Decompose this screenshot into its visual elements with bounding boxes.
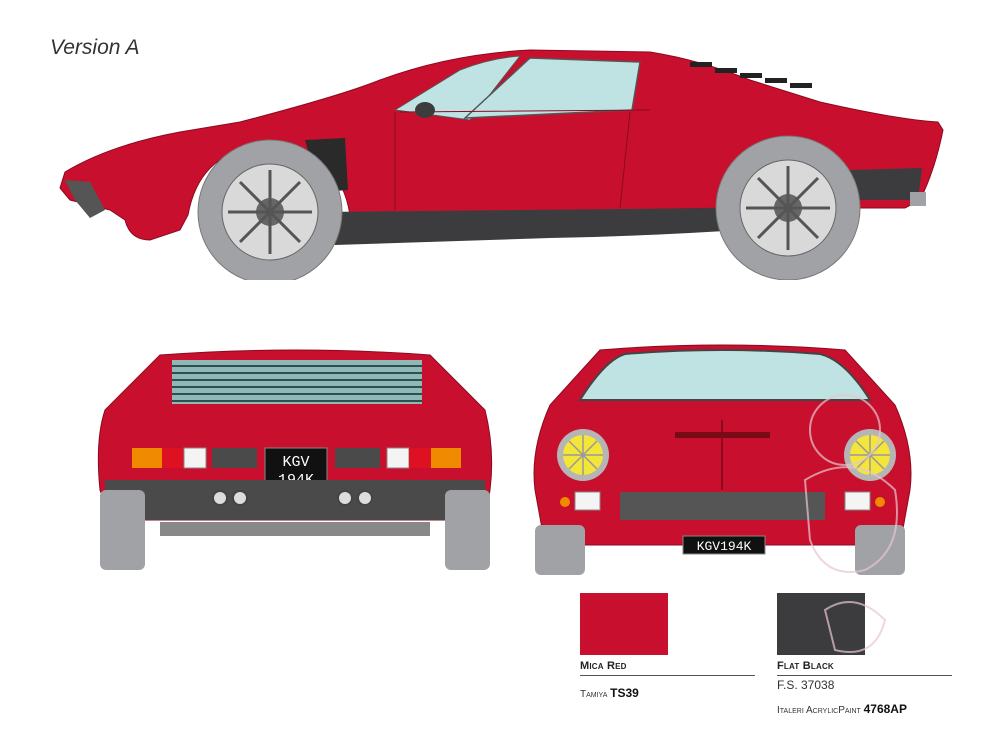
swatch-name: Flat Black (777, 660, 952, 676)
rear-louvers (172, 360, 422, 404)
swatch-name: Mica Red (580, 660, 755, 676)
side-sill (320, 208, 740, 245)
front-wheel (197, 139, 343, 280)
front-grille (620, 492, 825, 520)
brand-name: Italeri AcrylicPaint (777, 705, 861, 716)
rear-view-drawing: KGV 194K (97, 349, 493, 570)
front-view-drawing: KGV194K (533, 344, 912, 575)
swatch-code: F.S. 37038 (777, 678, 835, 692)
side-intake (305, 138, 348, 192)
front-plate (682, 535, 766, 555)
front-windshield (578, 349, 872, 401)
paint-code: 4768AP (863, 702, 907, 716)
swatch-color (580, 593, 668, 655)
swatch-color (777, 593, 865, 655)
side-louvers (690, 62, 812, 88)
side-window (462, 57, 641, 119)
rear-wheel (715, 135, 861, 280)
paint-code: TS39 (610, 686, 639, 700)
version-title: Version A (50, 36, 140, 59)
side-view-drawing (59, 49, 944, 280)
swatch-mica-red: Mica Red Tamiya TS39 (580, 593, 755, 700)
swatch-flat-black: Flat Black F.S. 37038 Italeri AcrylicPai… (777, 593, 952, 716)
front-plate-text: KGV194K (697, 539, 752, 554)
right-headlight (844, 429, 896, 481)
left-headlight (557, 429, 609, 481)
swatch-brand-line: Italeri AcrylicPaint 4768AP (777, 702, 952, 716)
brand-name: Tamiya (580, 689, 608, 700)
swatch-brand-line: Tamiya TS39 (580, 686, 755, 700)
rear-plate-line1: KGV (282, 454, 309, 471)
